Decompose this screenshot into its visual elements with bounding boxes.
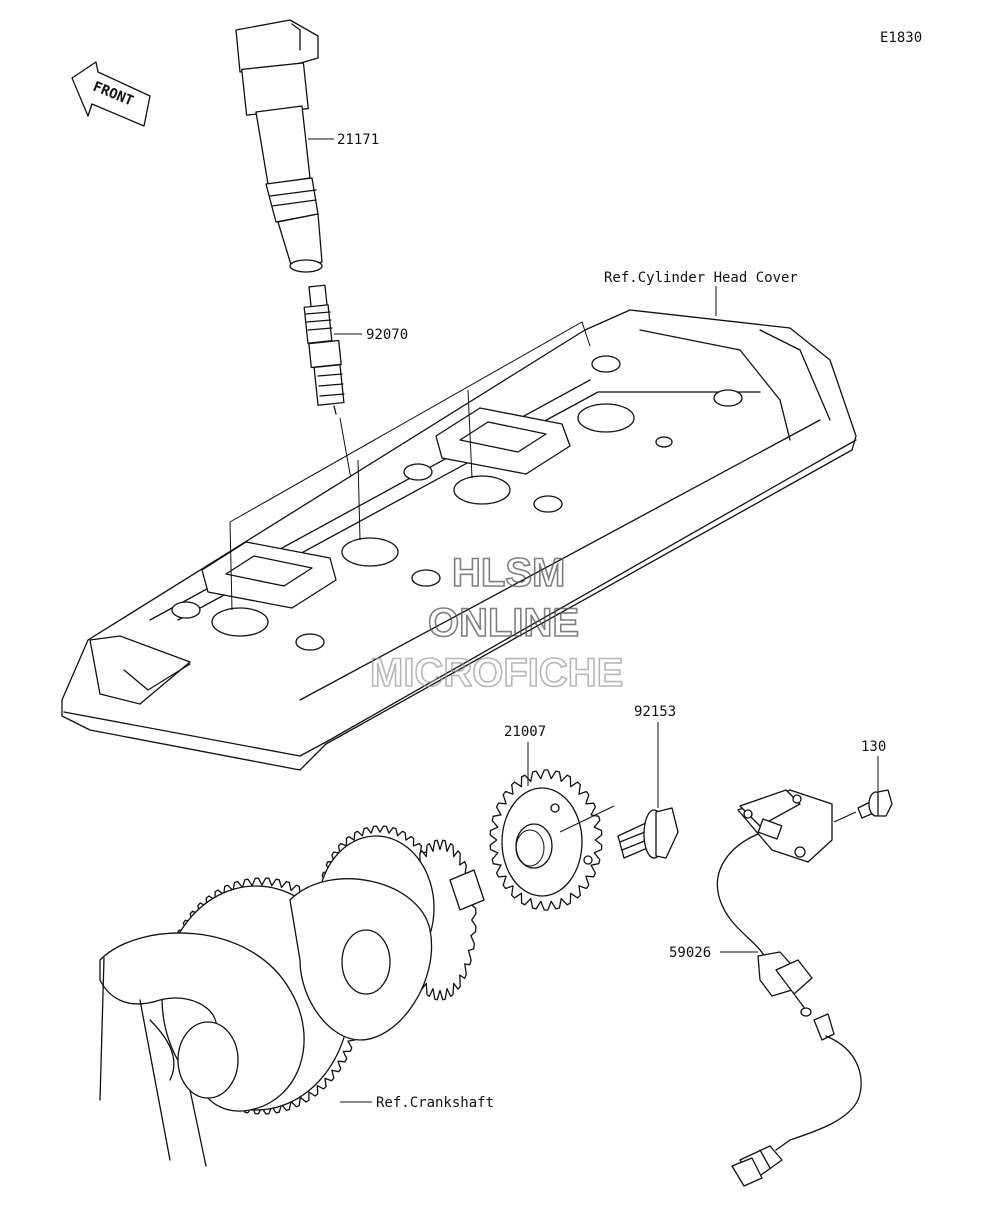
label-crankshaft-sensor: 59026 [669,945,711,961]
watermark: HLSM ONLINE MICROFICHE [369,550,624,696]
watermark-line-1: HLSM [452,551,565,595]
label-spark-plug: 92070 [366,327,408,343]
spark-plug-part [303,284,345,415]
label-cylinder-head-cover: Ref.Cylinder Head Cover [604,270,798,286]
sensor-bolt-part [857,789,893,819]
label-crankshaft: Ref.Crankshaft [376,1095,494,1111]
watermark-line-2: ONLINE [428,601,579,645]
label-ignition-coil: 21171 [337,132,379,148]
label-sensor-bolt: 130 [861,739,886,755]
ignition-coil-part [235,19,323,273]
cylinder-head-cover-part [61,309,857,771]
label-timing-rotor: 21007 [504,724,546,740]
watermark-line-3: MICROFICHE [370,651,623,695]
rotor-bolt-part [617,807,679,859]
label-rotor-bolt: 92153 [634,704,676,720]
crankshaft-part [99,825,485,1167]
diagram-code: E1830 [880,30,922,46]
timing-rotor-part [489,769,603,911]
front-arrow-icon: FRONT [71,61,151,127]
crankshaft-sensor-part [716,789,862,1187]
